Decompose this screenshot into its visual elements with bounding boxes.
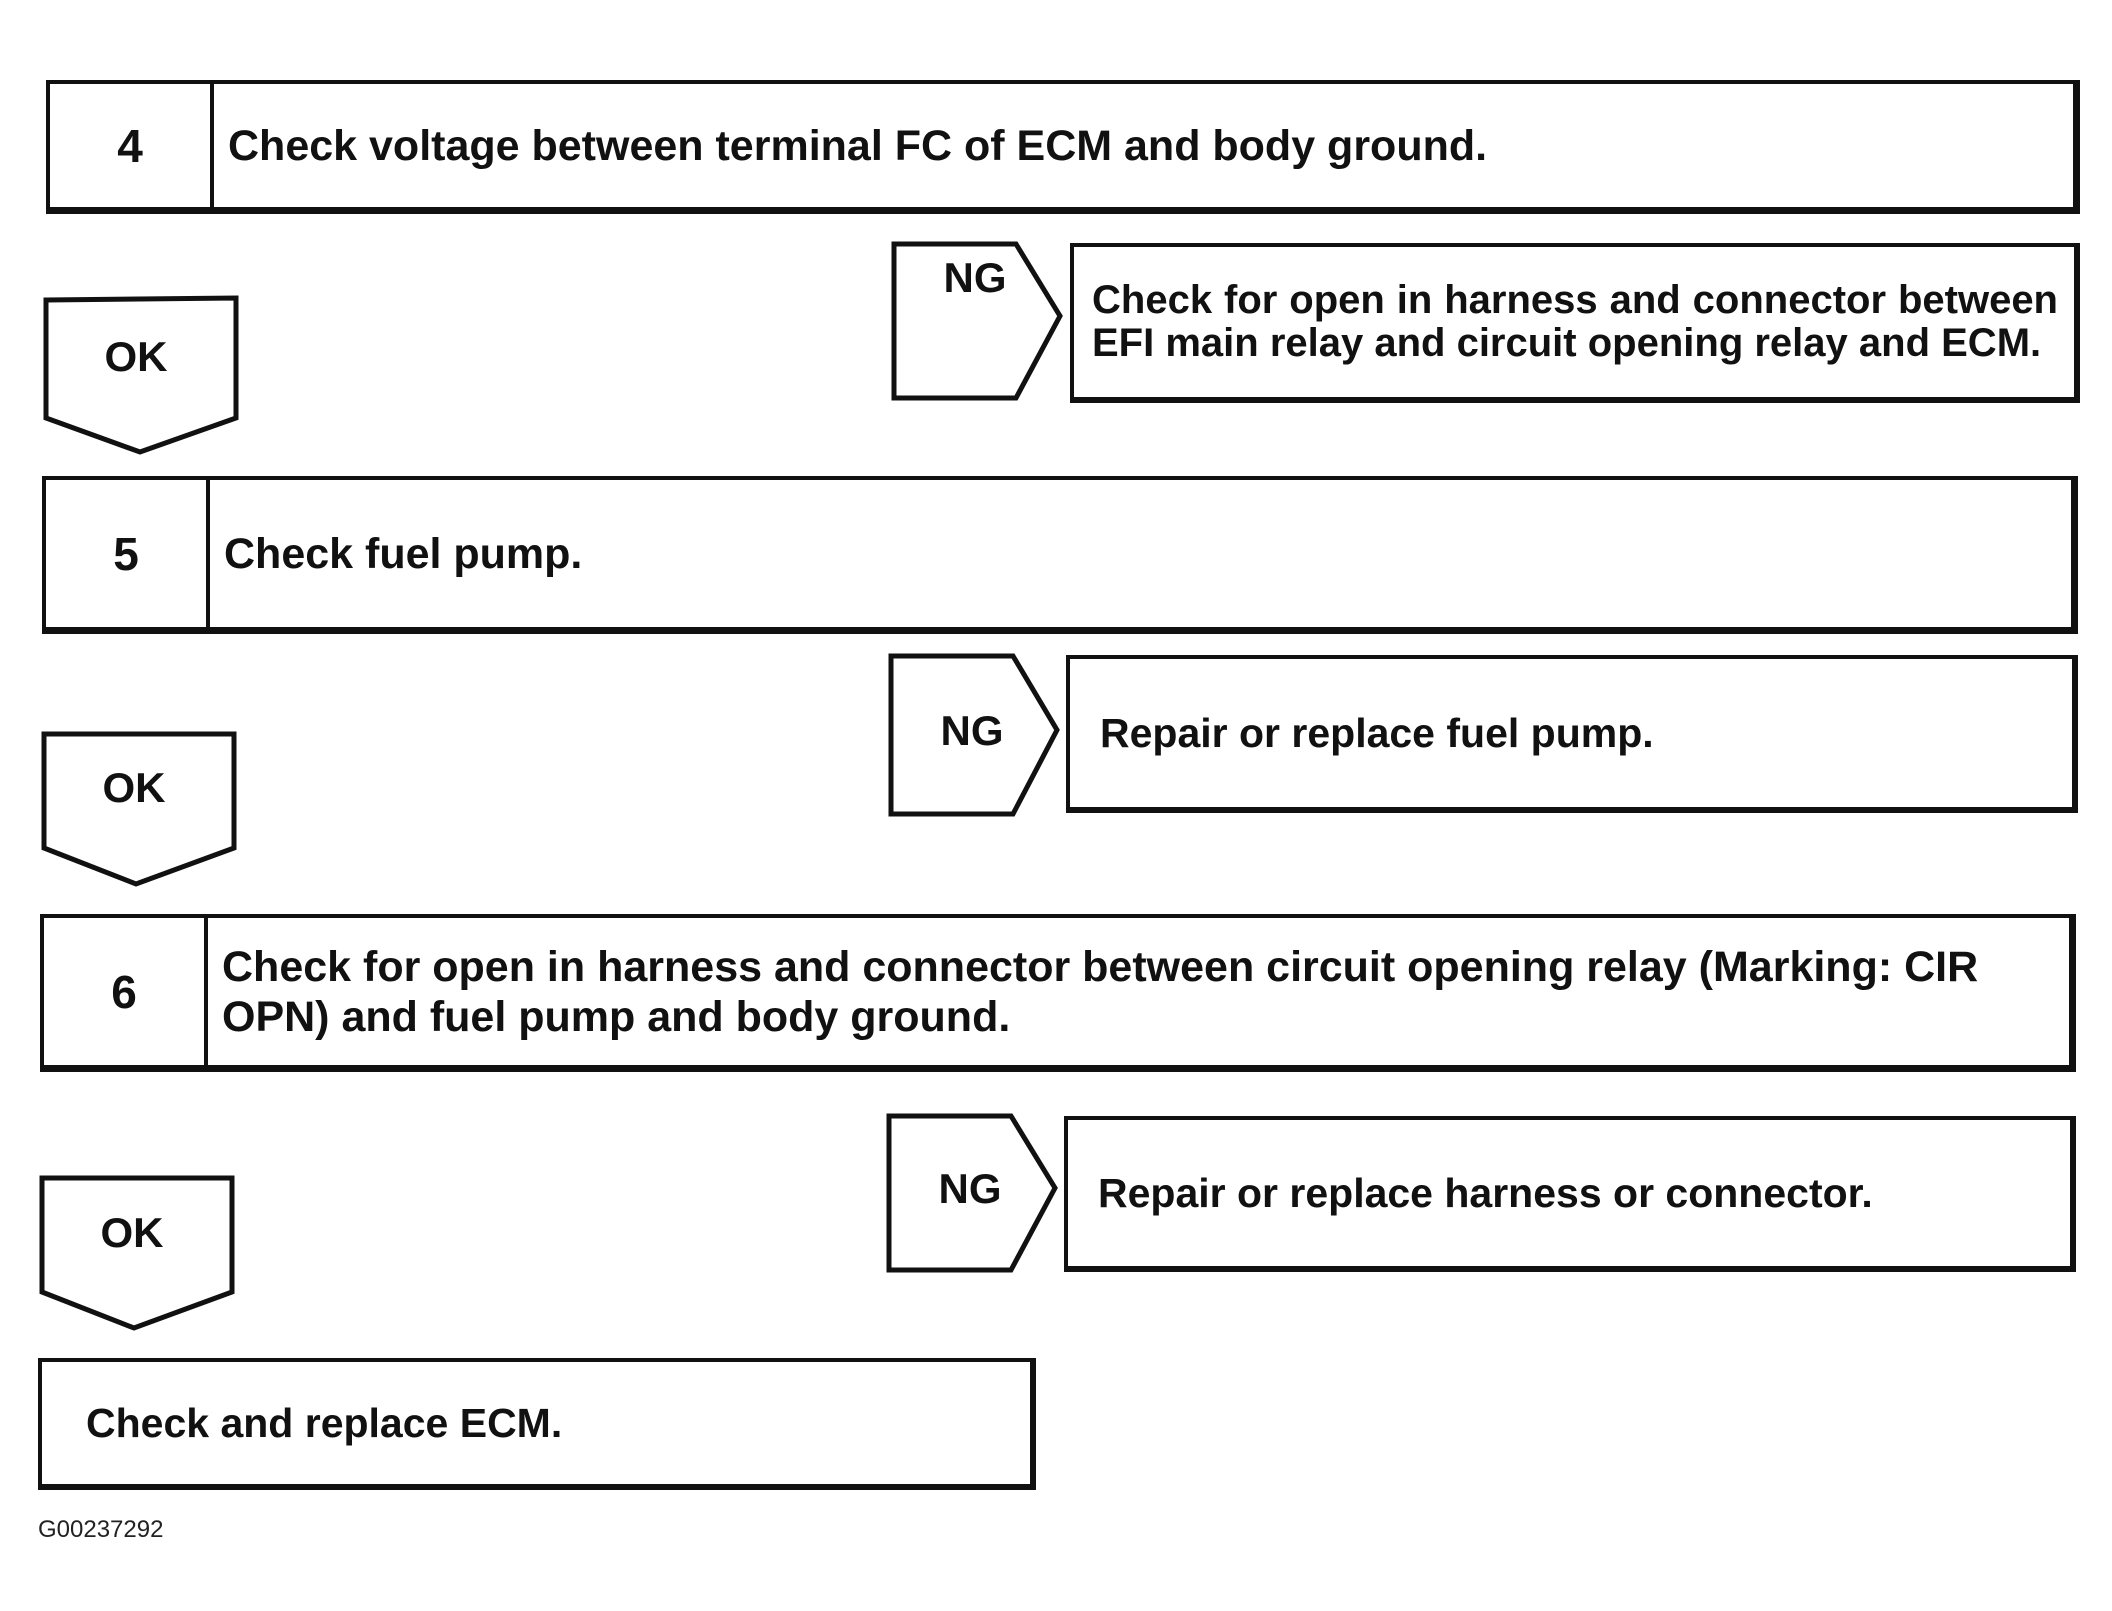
step-text: Check fuel pump.: [224, 529, 583, 578]
step-number: 5: [46, 480, 210, 627]
ok-label: OK: [104, 333, 168, 380]
step-6-box: 6 Check for open in harness and connecto…: [40, 914, 2076, 1072]
figure-id: G00237292: [38, 1516, 164, 1543]
ok-arrow-shape: [41, 731, 237, 887]
ng-action-box: Repair or replace fuel pump.: [1066, 655, 2078, 813]
ng-arrow-shape: [891, 241, 1063, 401]
step-5-box: 5 Check fuel pump.: [42, 476, 2078, 634]
step-text: Check for open in harness and connector …: [222, 942, 1979, 1041]
ok-arrow-shape: [43, 295, 239, 455]
ng-action-box: Repair or replace harness or connector.: [1064, 1116, 2076, 1272]
step-text: Check voltage between terminal FC of ECM…: [228, 121, 1488, 170]
final-action-box: Check and replace ECM.: [38, 1358, 1036, 1490]
step-4-box: 4 Check voltage between terminal FC of E…: [46, 80, 2080, 214]
ng-arrow-shape: [886, 1113, 1058, 1273]
ng-action-box: Check for open in harness and connector …: [1070, 243, 2080, 403]
step-number: 6: [44, 918, 208, 1065]
ng-label: NG: [943, 254, 1007, 301]
ng-label: NG: [938, 1165, 1002, 1212]
ng-label: NG: [940, 707, 1004, 754]
step-number: 4: [50, 84, 214, 207]
ok-label: OK: [100, 1209, 164, 1256]
ng-arrow-shape: [888, 653, 1060, 817]
ok-label: OK: [102, 764, 166, 811]
ok-arrow-shape: [39, 1175, 235, 1331]
